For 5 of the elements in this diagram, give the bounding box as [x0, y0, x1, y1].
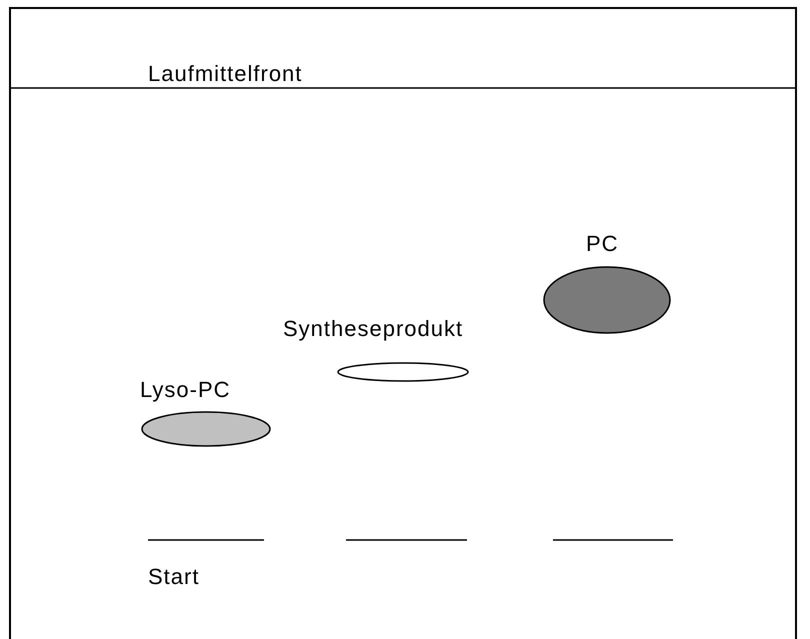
- spot-label: Lyso-PC: [140, 377, 231, 403]
- spot-label: Syntheseprodukt: [283, 316, 464, 342]
- spot-label: PC: [586, 231, 619, 257]
- solvent-front-label: Laufmittelfront: [148, 61, 302, 87]
- start-label: Start: [148, 564, 200, 590]
